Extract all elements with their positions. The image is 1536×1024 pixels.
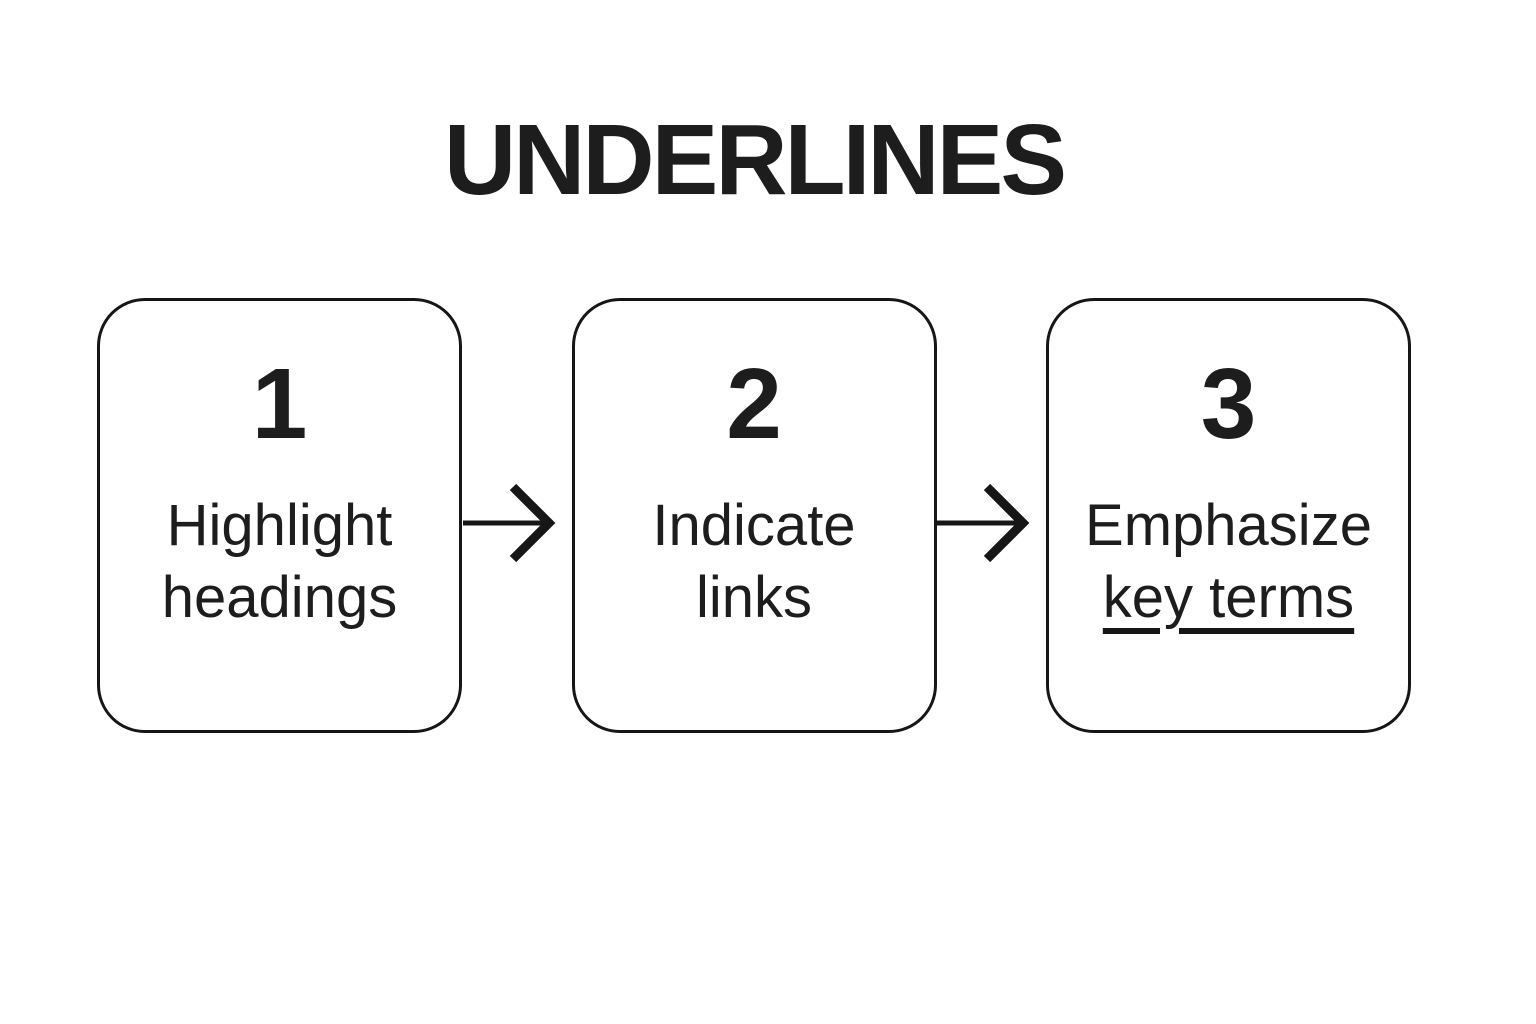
step-number: 1 xyxy=(251,348,308,460)
step-number: 3 xyxy=(1200,348,1257,460)
step-label: Indicate links xyxy=(652,490,855,634)
page-title: UNDERLINES xyxy=(443,104,1067,216)
arrow-right-icon xyxy=(937,483,1045,563)
step-label: Highlight headings xyxy=(162,490,397,634)
arrow-right-icon xyxy=(462,483,571,563)
step-number: 2 xyxy=(726,348,782,460)
steps-row: 1 Highlight headings 2 Indicate links xyxy=(97,298,1411,733)
step-label-line: Indicate xyxy=(652,493,856,558)
step-label-line: Emphasize xyxy=(1085,493,1372,558)
step-label-line: links xyxy=(695,564,813,630)
step-card-2: 2 Indicate links xyxy=(571,298,937,733)
step-label-line: key terms xyxy=(1102,564,1355,630)
step-label: Emphasize key terms xyxy=(1085,490,1372,634)
step-label-line: Highlight xyxy=(166,493,393,558)
step-card-1: 1 Highlight headings xyxy=(97,298,462,733)
step-card-3: 3 Emphasize key terms xyxy=(1046,298,1411,733)
infographic-canvas: UNDERLINES 1 Highlight headings 2 xyxy=(0,110,1536,1024)
step-label-line: headings xyxy=(161,564,398,630)
content-wrapper: UNDERLINES 1 Highlight headings 2 xyxy=(97,110,1411,733)
